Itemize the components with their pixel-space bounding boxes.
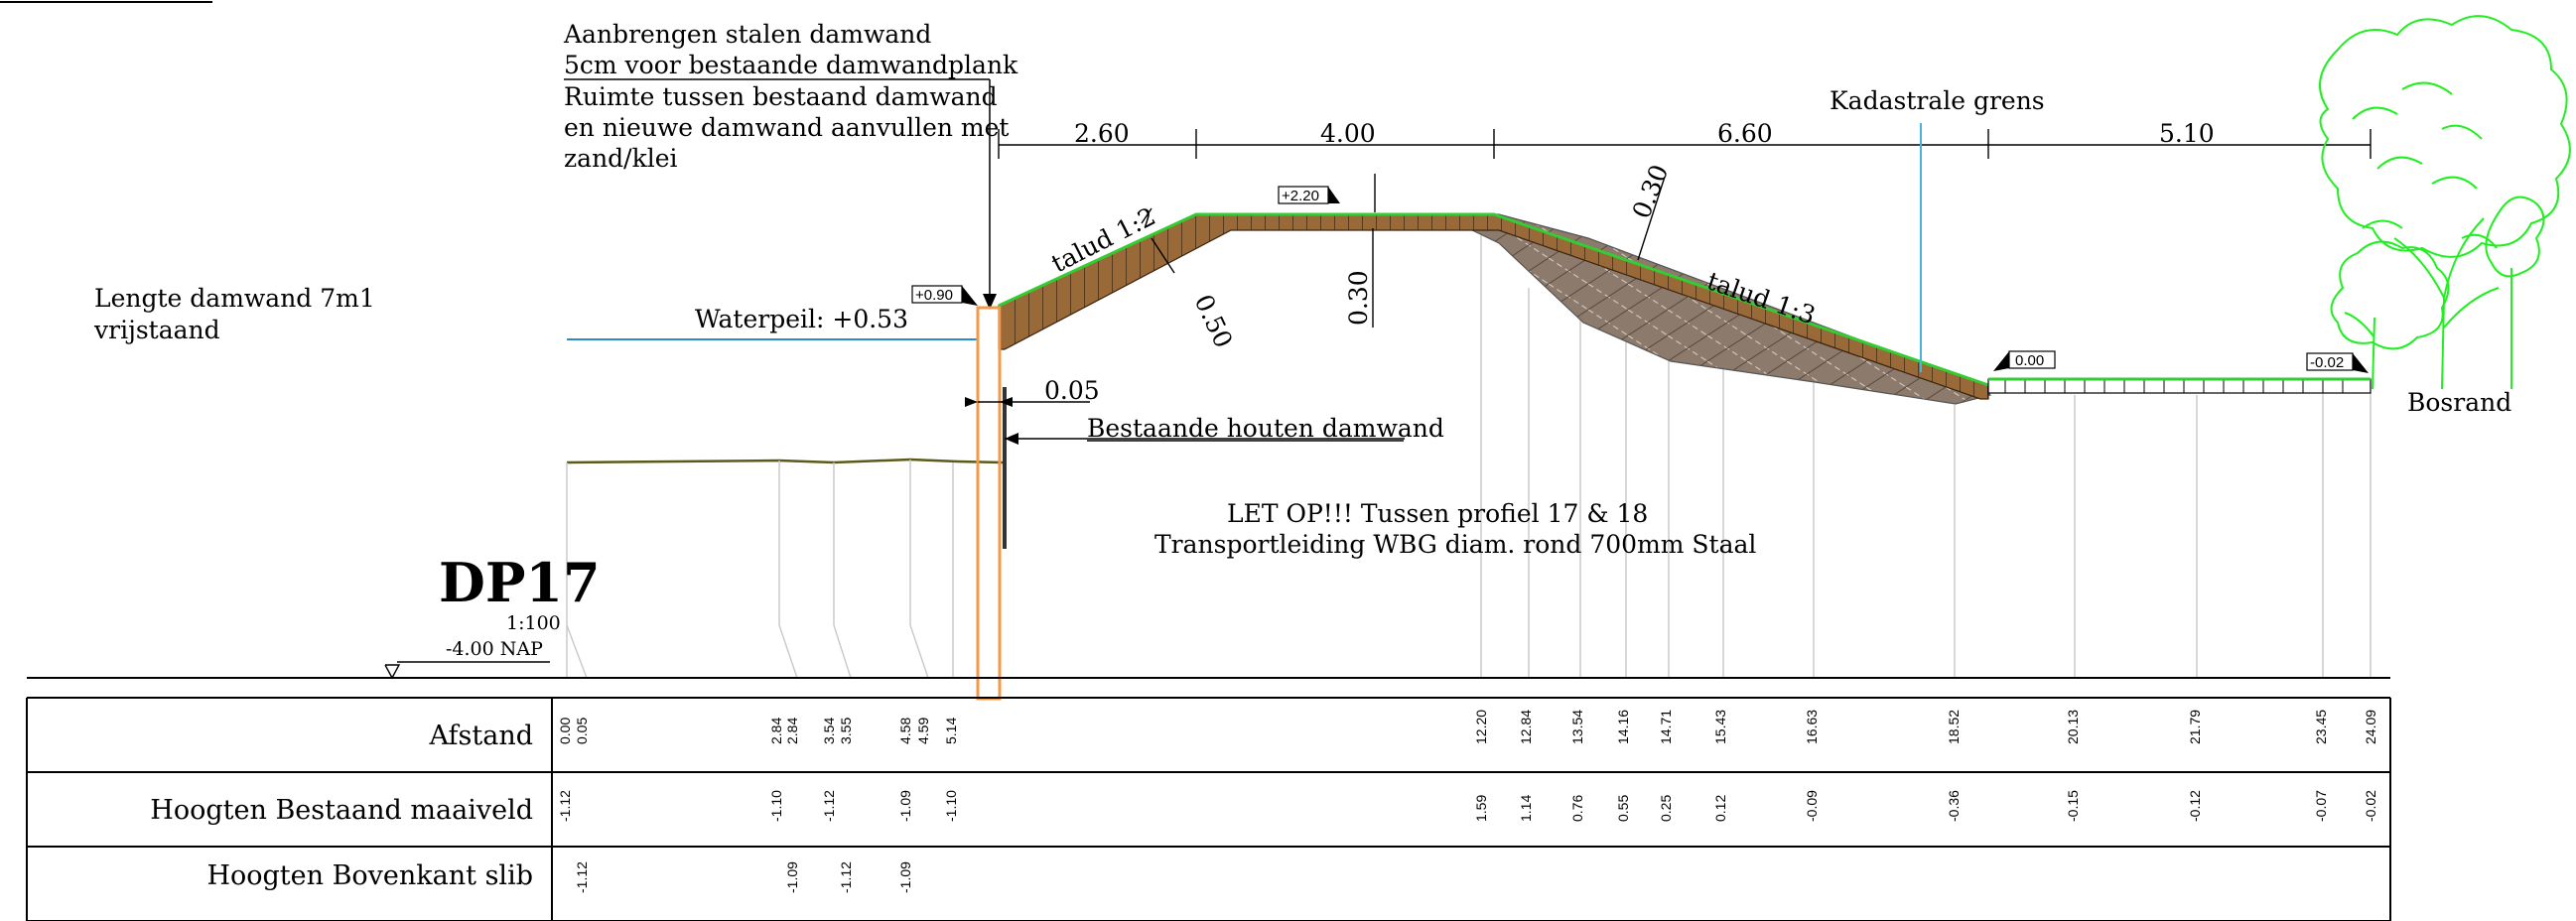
note-line: en nieuwe damwand aanvullen met: [564, 113, 1009, 142]
afstand-value: 21.79: [2187, 710, 2203, 744]
slib-value: -1.09: [784, 861, 800, 893]
level-marker: 0.00: [1993, 350, 2056, 371]
maaiveld-value: -0.12: [2187, 790, 2203, 822]
afstand-value: 15.43: [1712, 710, 1728, 744]
profile-title: DP17: [439, 551, 601, 614]
thickness-label: 0.30: [1344, 270, 1373, 326]
forest-label: Bosrand: [2407, 388, 2511, 417]
forest-strip-hatch: [2004, 379, 2344, 393]
afstand-value: 3.54: [821, 718, 837, 744]
gap-dimension: 0.05: [1044, 376, 1100, 405]
bed-line: [566, 458, 1004, 464]
afstand-value: 13.54: [1569, 710, 1585, 744]
profile-scale: 1:100: [506, 612, 561, 634]
note-line: Lengte damwand 7m1: [94, 284, 375, 313]
cadastral-label: Kadastrale grens: [1830, 86, 2045, 115]
afstand-value: 24.09: [2363, 710, 2378, 744]
maaiveld-value: 1.59: [1473, 795, 1489, 822]
warning-line: LET OP!!! Tussen profiel 17 & 18: [1227, 499, 1648, 528]
afstand-value: 18.52: [1946, 710, 1962, 744]
afstand-value: 20.13: [2065, 710, 2081, 744]
dimension-label: 5.10: [2159, 119, 2215, 148]
table-row-label: Hoogten Bestaand maaiveld: [150, 795, 533, 826]
afstand-value: 0.05: [574, 718, 590, 744]
level-marker: +2.20: [1278, 186, 1340, 204]
slib-value: -1.09: [897, 861, 913, 893]
dimension-label: 4.00: [1320, 119, 1376, 148]
top-dimensions: 2.60 4.00 6.60 5.10: [998, 119, 2372, 159]
afstand-value: 5.14: [943, 718, 959, 744]
level-marker: +0.90: [911, 285, 978, 306]
steel-sheetpile: [976, 306, 1002, 701]
afstand-value: 14.71: [1658, 710, 1674, 744]
note-line: Aanbrengen stalen damwand: [563, 20, 931, 49]
level-text: 0.00: [2015, 352, 2044, 369]
afstand-value: 16.63: [1804, 710, 1820, 744]
level-text: -0.02: [2310, 354, 2344, 371]
maaiveld-value: 0.55: [1615, 795, 1631, 822]
existing-wall-label: Bestaande houten damwand: [1087, 414, 1444, 443]
maaiveld-value: -1.12: [557, 790, 573, 822]
afstand-value: 4.58: [897, 718, 913, 744]
maaiveld-value: 1.14: [1518, 795, 1534, 822]
dimension-label: 6.60: [1717, 119, 1773, 148]
water-level-label: Waterpeil: +0.53: [695, 305, 908, 333]
maaiveld-value: -0.36: [1946, 790, 1962, 822]
trees-icon: [2319, 15, 2571, 390]
thickness-label: 0.50: [1189, 290, 1239, 352]
maaiveld-value: -0.09: [1804, 790, 1820, 822]
level-marker: -0.02: [2306, 352, 2369, 373]
level-text: +0.90: [915, 287, 953, 304]
maaiveld-value: -0.07: [2313, 790, 2329, 822]
dimension-label: 2.60: [1074, 119, 1130, 148]
station-lines: [566, 218, 2372, 679]
afstand-value: 3.55: [838, 718, 854, 744]
maaiveld-value: -1.10: [768, 790, 784, 822]
afstand-value: 23.45: [2313, 710, 2329, 744]
maaiveld-value: -0.02: [2363, 790, 2378, 822]
reference-marker-icon: [384, 664, 401, 680]
note-line: Ruimte tussen bestaand damwand: [564, 82, 998, 111]
maaiveld-value: -0.15: [2065, 790, 2081, 822]
afstand-value: 14.16: [1615, 710, 1631, 744]
maaiveld-value: -1.09: [897, 790, 913, 822]
slib-value: -1.12: [574, 861, 590, 893]
slib-values: -1.12 -1.09 -1.12 -1.09: [574, 861, 913, 893]
table-row-label: Afstand: [429, 721, 534, 751]
afstand-value: 2.84: [784, 718, 800, 744]
forest-strip: [1987, 378, 2372, 394]
level-text: +2.20: [1282, 188, 1319, 204]
note-line: zand/klei: [564, 144, 678, 173]
annotation-length: Lengte damwand 7m1 vrijstaand: [93, 284, 375, 344]
slib-value: -1.12: [838, 861, 854, 893]
note-line: 5cm voor bestaande damwandplank: [564, 51, 1018, 79]
existing-ground: [1438, 213, 1992, 405]
maaiveld-value: 0.76: [1569, 795, 1585, 822]
annotation-sheetpile: Aanbrengen stalen damwand 5cm voor besta…: [563, 20, 1018, 310]
profile-reference: -4.00 NAP: [446, 638, 543, 660]
afstand-value: 0.00: [557, 718, 573, 744]
thickness-label: 0.30: [1627, 161, 1675, 222]
table-row-label: Hoogten Bovenkant slib: [206, 860, 533, 891]
afstand-value: 2.84: [768, 718, 784, 744]
note-line: vrijstaand: [93, 316, 220, 344]
afstand-value: 4.59: [915, 718, 931, 744]
warning-line: Transportleiding WBG diam. rond 700mm St…: [1154, 530, 1756, 559]
maaiveld-value: -1.12: [821, 790, 837, 822]
profile-table: [26, 697, 2391, 921]
maaiveld-value: 0.25: [1658, 795, 1674, 822]
maaiveld-value: 0.12: [1712, 795, 1728, 822]
afstand-value: 12.84: [1518, 710, 1534, 744]
maaiveld-values: -1.12 -1.10 -1.12 -1.09 -1.10 1.59 1.14 0.76 0.5…: [557, 790, 2378, 822]
afstand-value: 12.20: [1473, 710, 1489, 744]
dike-top-line: [998, 212, 1989, 387]
maaiveld-value: -1.10: [943, 790, 959, 822]
